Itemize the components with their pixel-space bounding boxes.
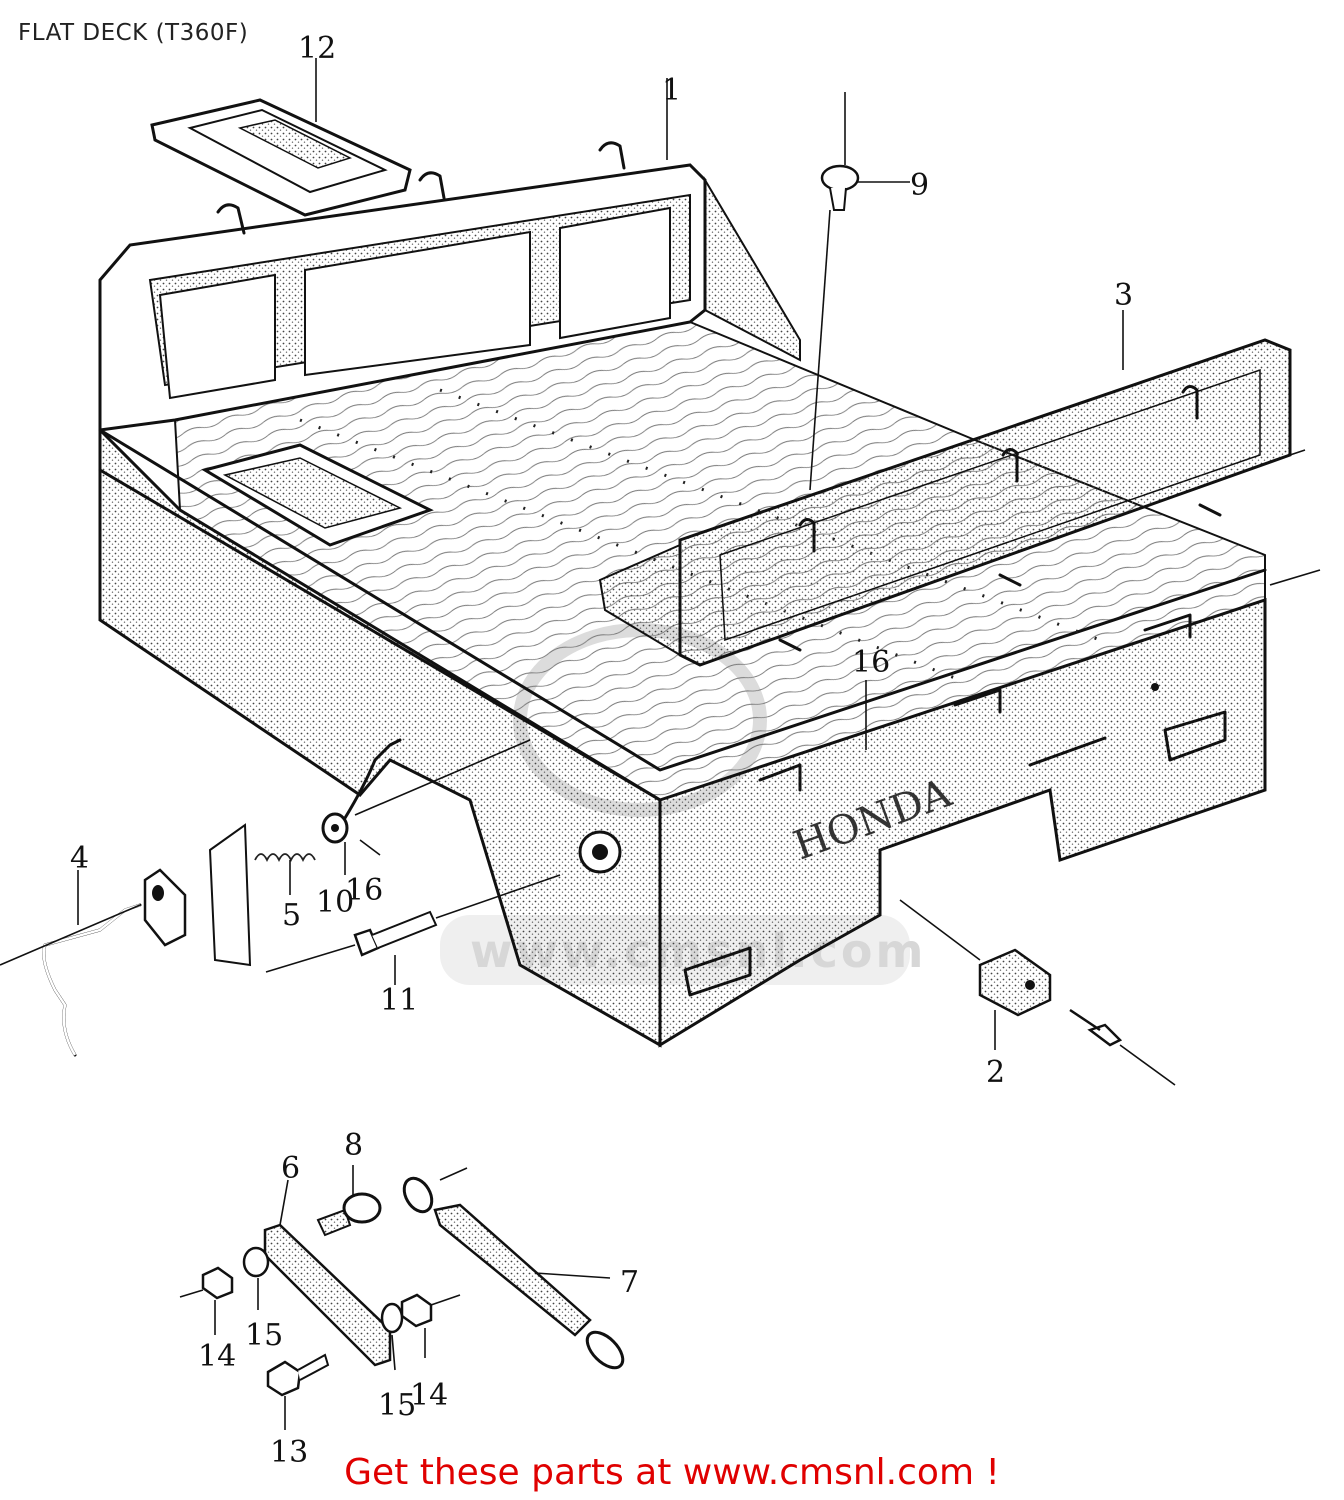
bolt-part-11 xyxy=(353,910,438,957)
callout-12: 12 xyxy=(298,31,336,66)
callout-13: 13 xyxy=(270,1435,308,1470)
callout-15a: 15 xyxy=(245,1318,283,1353)
callout-16b: 16 xyxy=(345,873,383,908)
callout-8: 8 xyxy=(344,1128,363,1163)
callout-11: 11 xyxy=(380,983,418,1018)
callout-7: 7 xyxy=(620,1265,639,1300)
support-hardware xyxy=(201,1176,625,1397)
callout-2: 2 xyxy=(986,1055,1005,1090)
flat-deck-body: HONDA xyxy=(98,141,1267,1048)
page-title: FLAT DECK (T360F) xyxy=(18,20,249,46)
callout-4: 4 xyxy=(70,841,89,876)
screw-part-9 xyxy=(820,164,860,211)
callout-14b: 14 xyxy=(410,1378,448,1413)
callout-3: 3 xyxy=(1114,278,1133,313)
latch-handle-assembly xyxy=(42,738,402,1057)
callout-15b: 15 xyxy=(378,1388,416,1423)
leader-lines xyxy=(0,58,1321,1430)
callout-5: 5 xyxy=(282,898,301,933)
callout-14a: 14 xyxy=(198,1339,236,1374)
side-gate xyxy=(598,338,1292,667)
callout-6: 6 xyxy=(281,1151,300,1186)
callout-10: 10 xyxy=(316,885,354,920)
callout-9: 9 xyxy=(910,168,929,203)
callout-1: 1 xyxy=(662,73,681,108)
rubber-block-part-2 xyxy=(978,948,1123,1047)
cmsnl-parts-link[interactable]: Get these parts at www.cmsnl.com ! xyxy=(344,1452,1000,1493)
callout-16a: 16 xyxy=(852,645,890,680)
tool-box-cover xyxy=(150,98,412,217)
callout-labels: 1 2 3 4 5 6 7 8 9 10 11 12 13 14 14 15 1… xyxy=(70,31,1133,1470)
